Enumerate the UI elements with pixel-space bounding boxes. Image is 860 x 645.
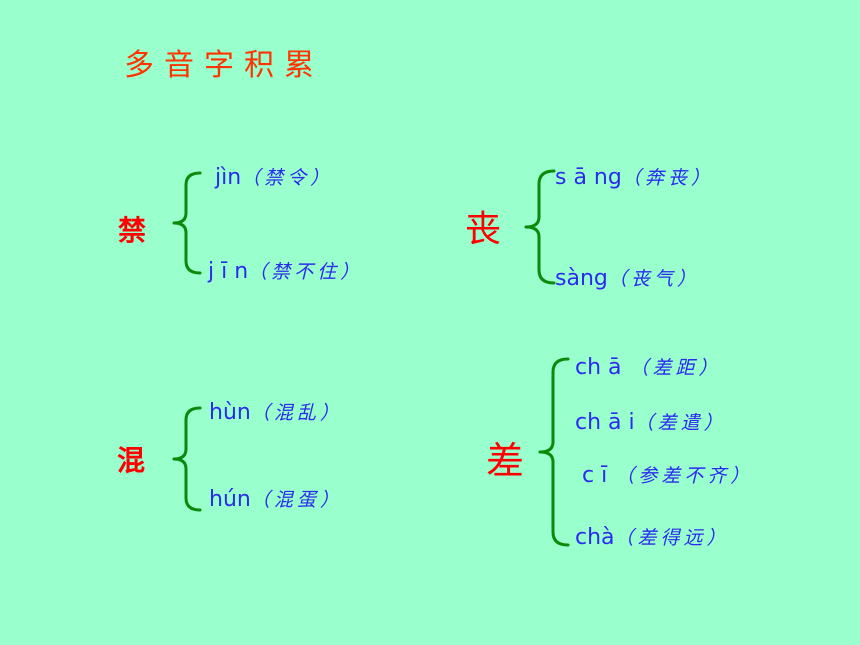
polyphone-char: 混 — [117, 444, 146, 477]
curly-brace-icon — [172, 171, 202, 275]
example-word: （奔丧） — [621, 167, 714, 189]
reading-item: ch ā i（差遣） — [575, 409, 727, 437]
curly-brace-icon — [172, 406, 202, 512]
pinyin-text: ch ā — [575, 355, 622, 380]
pinyin-text: chà — [575, 525, 615, 550]
example-word: （丧气） — [607, 268, 700, 290]
example-word: （差得远） — [614, 527, 730, 549]
pinyin-text: hún — [209, 487, 251, 512]
reading-item: sàng（丧气） — [555, 265, 700, 293]
reading-item: jìn（禁令） — [215, 164, 333, 192]
example-word: （参差不齐） — [615, 465, 754, 487]
pinyin-text: sàng — [555, 266, 608, 291]
pinyin-text: hùn — [209, 400, 251, 425]
reading-item: j ī n（禁不住） — [208, 258, 363, 286]
reading-item: hún（混蛋） — [209, 486, 343, 514]
reading-item: hùn（混乱） — [209, 399, 343, 427]
example-word: （混蛋） — [250, 489, 343, 511]
reading-item: s ā ng（奔丧） — [555, 164, 714, 192]
example-word: （禁令） — [241, 167, 334, 189]
pinyin-text: jìn — [215, 165, 242, 190]
reading-item: ch ā （差距） — [575, 354, 722, 382]
curly-brace-icon — [538, 357, 570, 547]
pinyin-text: ch ā i — [575, 410, 635, 435]
pinyin-text: s ā ng — [555, 165, 622, 190]
polyphone-char: 丧 — [465, 209, 502, 250]
polyphone-char: 差 — [486, 439, 525, 483]
pinyin-text: c ī — [582, 463, 608, 488]
slide-title: 多音字积累 — [124, 48, 324, 83]
curly-brace-icon — [524, 169, 556, 285]
example-word: （混乱） — [250, 402, 343, 424]
polyphone-char: 禁 — [118, 214, 147, 247]
reading-item: chà（差得远） — [575, 524, 730, 552]
example-word: （差距） — [629, 357, 722, 379]
example-word: （禁不住） — [248, 261, 364, 283]
example-word: （差遣） — [634, 412, 727, 434]
pinyin-text: j ī n — [208, 259, 249, 284]
reading-item: c ī （参差不齐） — [582, 462, 753, 490]
